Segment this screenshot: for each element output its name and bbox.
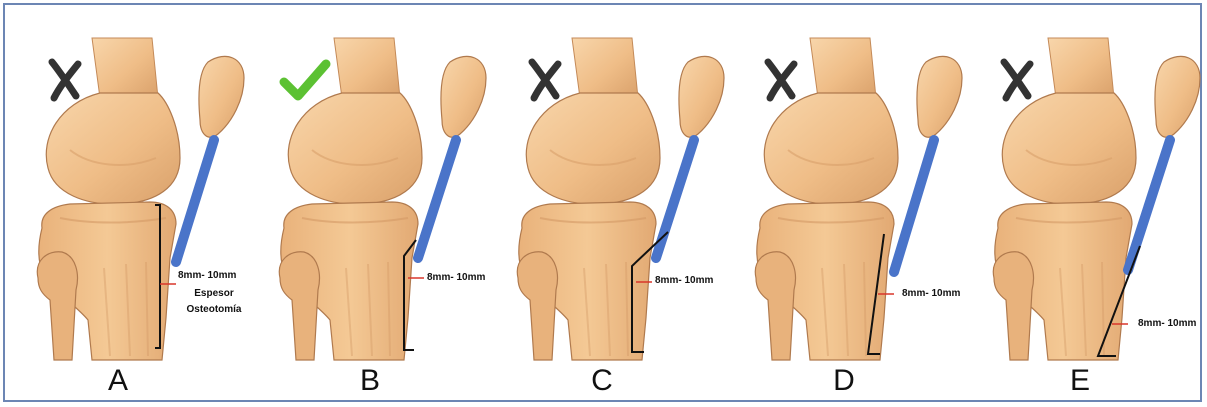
panel-letter-e: E bbox=[1050, 364, 1110, 398]
cross-icon bbox=[52, 62, 78, 98]
measure-label-b: 8mm- 10mm bbox=[427, 272, 485, 283]
cross-icon bbox=[768, 62, 794, 98]
panel-e bbox=[993, 38, 1200, 360]
panel-letter-b: B bbox=[340, 364, 400, 398]
patellar-tendon bbox=[176, 140, 214, 262]
check-icon bbox=[284, 64, 326, 96]
note-label-line2: Osteotomía bbox=[174, 304, 254, 315]
cross-icon bbox=[1004, 62, 1030, 98]
panel-b bbox=[279, 38, 486, 360]
patellar-tendon bbox=[894, 140, 934, 272]
panel-letter-d: D bbox=[814, 364, 874, 398]
note-label-line1: Espesor bbox=[174, 288, 254, 299]
cross-icon bbox=[532, 62, 558, 98]
panel-d bbox=[755, 38, 962, 360]
panel-c bbox=[517, 38, 724, 360]
panel-letter-c: C bbox=[572, 364, 632, 398]
patellar-tendon bbox=[418, 140, 456, 258]
measure-label-d: 8mm- 10mm bbox=[902, 288, 960, 299]
measure-label-a: 8mm- 10mm bbox=[178, 270, 236, 281]
measure-label-c: 8mm- 10mm bbox=[655, 275, 713, 286]
measure-label-e: 8mm- 10mm bbox=[1138, 318, 1196, 329]
panel-letter-a: A bbox=[88, 364, 148, 398]
patellar-tendon bbox=[656, 140, 694, 258]
